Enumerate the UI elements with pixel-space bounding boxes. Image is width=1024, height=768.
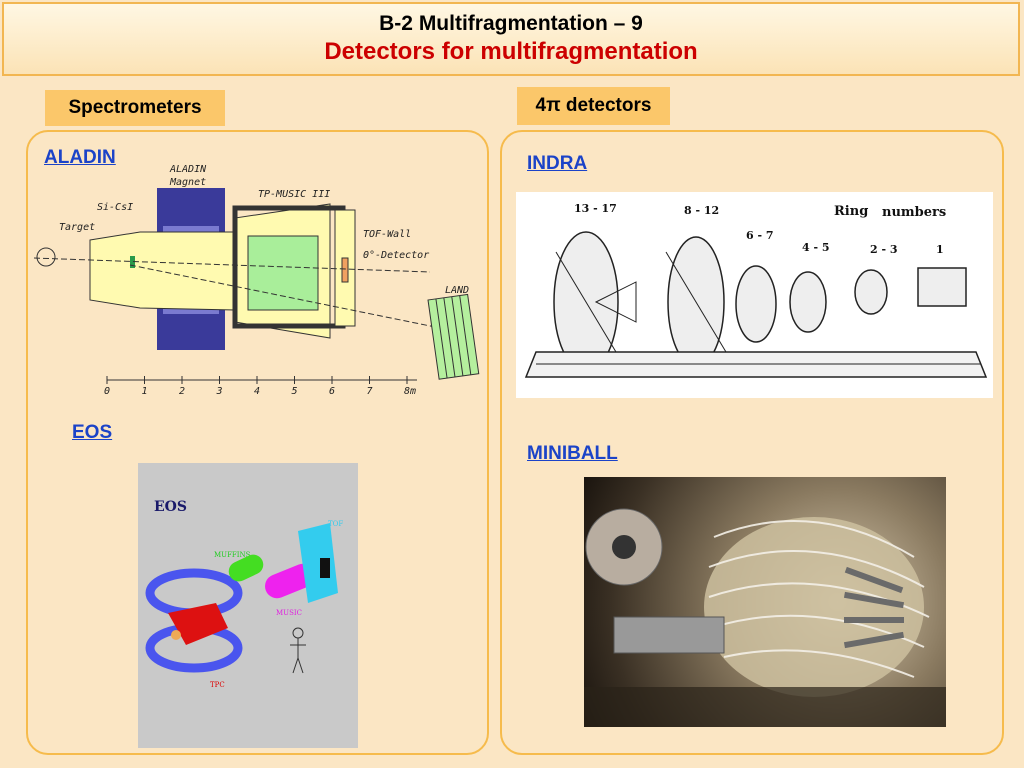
aladin-link[interactable]: ALADIN	[44, 147, 116, 168]
music-label: MUSIC	[276, 609, 302, 617]
ring-label-5: 1	[936, 243, 944, 256]
tp-music-chamber	[247, 235, 319, 311]
tpc-upper-ring	[145, 568, 243, 618]
person-scale-figure	[290, 627, 306, 674]
indra-ring-1	[917, 267, 967, 307]
music-cylinder	[265, 563, 315, 599]
ring-label-4: 2 - 3	[870, 243, 898, 256]
indra-figure: 13 - 17 8 - 12 6 - 7 4 - 5 2 - 3 1 Ring …	[516, 192, 993, 398]
indra-ring-6-7	[735, 265, 777, 343]
beam-line	[33, 257, 431, 273]
zero-detector-label: 0°-Detector	[363, 250, 429, 261]
si-csi-label: Si-CsI	[97, 202, 133, 213]
eos-figure: EOS TOF MUFFINS MUSIC TPC	[138, 463, 358, 748]
slide-title: B-2 Multifragmentation – 9	[379, 12, 643, 35]
land-detector	[427, 293, 480, 380]
ring-word: Ring	[834, 204, 868, 219]
scale-tick-label: 2	[179, 386, 185, 397]
scale-tick-label: 4	[254, 386, 260, 397]
scale-tick-label: 8m	[404, 386, 416, 397]
ring-label-0: 13 - 17	[574, 202, 617, 215]
four-pi-badge: 4π detectors	[517, 87, 670, 125]
ring-label-3: 4 - 5	[802, 241, 830, 254]
target-chamber	[36, 247, 56, 267]
eos-figure-title: EOS	[154, 499, 187, 515]
eos-link[interactable]: EOS	[72, 422, 113, 443]
numbers-word: numbers	[882, 205, 946, 220]
slide-header: B-2 Multifragmentation – 9 Detectors for…	[2, 2, 1020, 76]
indra-ring-4-5	[789, 271, 827, 333]
scale-tick-label: 7	[367, 386, 373, 397]
tpc-label: TPC	[210, 681, 225, 689]
tof-label: TOF	[328, 520, 343, 528]
zero-degree-detector	[341, 257, 349, 283]
slide-subtitle: Detectors for multifragmentation	[324, 38, 698, 65]
aladin-magnet-label-2: Magnet	[169, 177, 206, 188]
ring-label-2: 6 - 7	[746, 229, 774, 242]
scale-tick-label: 1	[142, 386, 148, 397]
miniball-beampipe	[613, 616, 725, 654]
scale-tick-label: 5	[292, 386, 298, 397]
spectrometers-label: Spectrometers	[68, 97, 202, 118]
tp-music-label: TP-MUSIC III	[258, 189, 330, 200]
target-label: Target	[59, 222, 95, 233]
scale-tick-label: 3	[216, 386, 223, 397]
miniball-photo	[584, 477, 946, 727]
tof-wall-label: TOF-Wall	[363, 229, 411, 240]
miniball-link[interactable]: MINIBALL	[527, 443, 618, 464]
muffins-label: MUFFINS	[214, 551, 251, 559]
indra-link[interactable]: INDRA	[527, 153, 588, 174]
muffins-cylinder	[228, 554, 264, 582]
ring-label-1: 8 - 12	[684, 204, 719, 217]
tof-panel	[298, 523, 338, 603]
scale-tick-label: 6	[329, 386, 335, 397]
spectrometers-badge: Spectrometers	[45, 90, 225, 126]
land-label: LAND	[445, 285, 469, 296]
scale-tick-label: 0	[104, 386, 110, 397]
indra-ring-2-3	[854, 269, 888, 315]
tpc-box	[168, 603, 228, 645]
aladin-magnet-label-1: ALADIN	[169, 164, 207, 175]
si-csi-detector	[130, 256, 135, 268]
four-pi-label: 4π detectors	[535, 95, 652, 116]
aladin-schematic: ALADIN Magnet TP-MUSIC III Si-CsI Target…	[33, 164, 480, 397]
